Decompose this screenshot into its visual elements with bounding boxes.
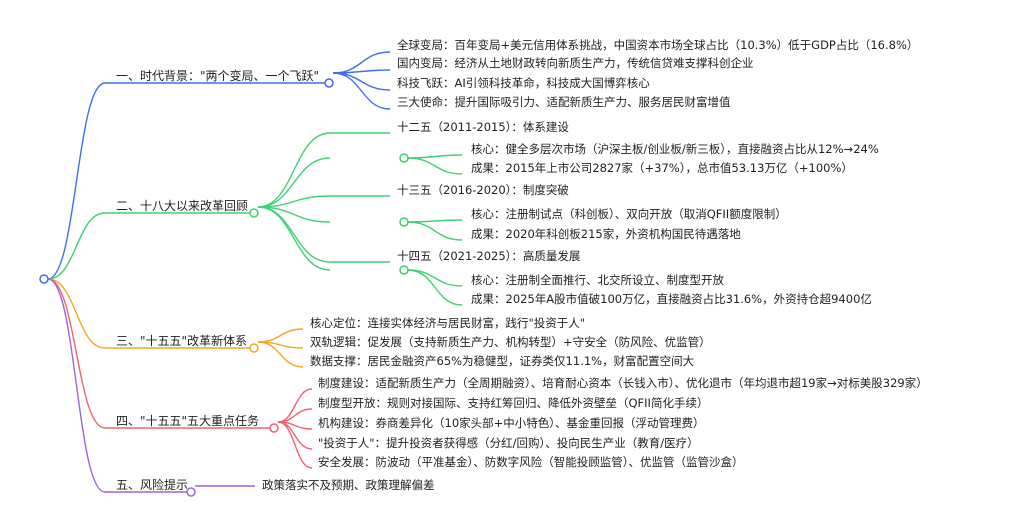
child-node[interactable]: 核心定位：连接实体经济与居民财富，践行"投资于人": [310, 316, 586, 330]
child-node[interactable]: 数据支撑：居民金融资产65%为稳健型，证券类仅11.1%，财富配置空间大: [310, 354, 695, 368]
child-connector: [407, 269, 463, 306]
child-connector: [407, 157, 463, 175]
root-node[interactable]: [39, 274, 49, 284]
branch-connector: [47, 82, 106, 280]
branch-connector: [47, 278, 106, 349]
child-connector: [277, 408, 313, 423]
child-node[interactable]: 成果：2015年上市公司2827家（+37%），总市值53.13万亿（+100%…: [471, 161, 853, 175]
child-connector: [257, 328, 304, 343]
expand-node[interactable]: [324, 78, 334, 88]
period-label[interactable]: 十三五（2016-2020）：制度突破: [397, 183, 569, 197]
expand-node[interactable]: [249, 343, 259, 353]
child-node[interactable]: 机构建设：券商差异化（10家头部+中小特色）、基金重回报（浮动管理费）: [318, 416, 705, 430]
child-connector: [407, 221, 463, 241]
period-label[interactable]: 十四五（2021-2025）：高质量发展: [397, 249, 581, 263]
period-sub-connector: [257, 206, 331, 223]
period-connector: [257, 195, 331, 208]
period-connector: [257, 132, 331, 208]
branch-label[interactable]: 三、"十五五"改革新体系: [116, 334, 248, 348]
child-node[interactable]: 制度建设：适配新质生产力（全周期融资）、培育耐心资本（长钱入市）、优化退市（年均…: [318, 376, 928, 390]
child-node[interactable]: 核心：健全多层次市场（沪深主板/创业板/新三板），直接融资占比从12%→24%: [471, 142, 879, 156]
period-sub-connector: [257, 206, 331, 271]
child-connector: [332, 72, 391, 110]
child-node[interactable]: 制度型开放：规则对接国际、支持红筹回归、降低外资壁垒（QFII简化手续）: [318, 396, 709, 410]
child-node[interactable]: 安全发展：防波动（平准基金）、防数字风险（智能投顾监管）、优监管（监管沙盒）: [318, 455, 744, 469]
branch-connector: [47, 212, 106, 280]
expand-node[interactable]: [269, 423, 279, 433]
expand-node[interactable]: [399, 265, 409, 275]
expand-node[interactable]: [186, 487, 196, 497]
child-connector: [277, 421, 313, 469]
branch-connector: [47, 278, 106, 429]
child-connector: [407, 269, 463, 287]
branch-label[interactable]: 一、时代背景："两个变局、一个飞跃": [116, 69, 320, 83]
child-connector: [407, 219, 463, 223]
child-node[interactable]: 政策落实不及预期、政策理解偏差: [262, 478, 435, 492]
expand-node[interactable]: [399, 217, 409, 227]
child-connector: [257, 341, 304, 368]
child-node[interactable]: 核心：注册制试点（科创板）、双向开放（取消QFII额度限制）: [471, 207, 787, 221]
expand-node[interactable]: [399, 153, 409, 163]
branch-connector: [47, 278, 106, 493]
branch-label[interactable]: 四、"十五五"五大重点任务: [116, 414, 260, 428]
period-sub-connector: [257, 157, 331, 208]
period-label[interactable]: 十二五（2011-2015）：体系建设: [397, 120, 569, 134]
branch-label[interactable]: 二、十八大以来改革回顾: [116, 199, 249, 213]
child-node[interactable]: 全球变局：百年变局+美元信用体系挑战，中国资本市场全球占比（10.3%）低于GD…: [397, 38, 919, 52]
expand-node[interactable]: [249, 208, 259, 218]
child-node[interactable]: 三大使命：提升国际吸引力、适配新质生产力、服务居民财富增值: [397, 95, 731, 109]
child-node[interactable]: "投资于人"：提升投资者获得感（分红/回购）、投向民生产业（教育/医疗）: [318, 436, 699, 450]
branch-label[interactable]: 五、风险提示: [116, 478, 189, 492]
child-node[interactable]: 成果：2020年科创板215家，外资机构国民待遇落地: [471, 227, 741, 241]
child-node[interactable]: 双轨逻辑：促发展（支持新质生产力、机构转型）+守安全（防风险、优监管）: [310, 335, 711, 349]
child-connector: [277, 388, 313, 423]
child-connector: [332, 69, 391, 74]
child-node[interactable]: 国内变局：经济从土地财政转向新质生产力，传统信贷难支撑科创企业: [397, 56, 754, 70]
child-node[interactable]: 科技飞跃：AI引领科技革命，科技成大国博弈核心: [397, 76, 650, 90]
child-node[interactable]: 成果：2025年A股市值破100万亿，直接融资占比31.6%，外资持仓超9400…: [471, 292, 872, 306]
child-connector: [407, 154, 463, 159]
child-node[interactable]: 核心：注册制全面推行、北交所设立、制度型开放: [471, 273, 724, 287]
child-connector: [332, 72, 391, 91]
